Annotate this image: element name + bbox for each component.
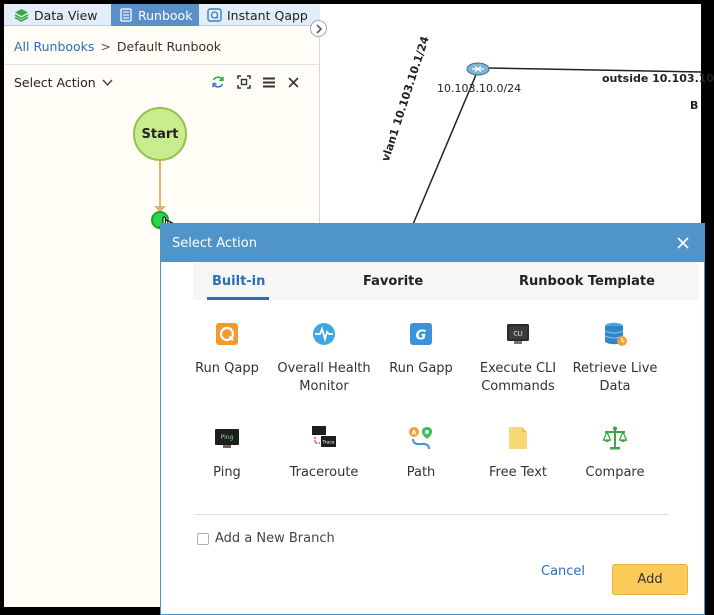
action-label: Run Gapp bbox=[389, 361, 453, 376]
action-execute-cli-commands[interactable]: CLI Execute CLI Commands bbox=[462, 321, 574, 396]
divider bbox=[194, 514, 669, 515]
svg-text:CLI: CLI bbox=[513, 331, 523, 338]
cancel-button[interactable]: Cancel bbox=[541, 564, 586, 579]
start-node[interactable]: Start bbox=[133, 107, 187, 161]
action-label: Execute CLI Commands bbox=[479, 361, 557, 394]
chevron-down-icon bbox=[102, 79, 113, 87]
select-action-dialog: Select Action Built-in Favorite Runbook … bbox=[160, 223, 705, 615]
action-label: Traceroute bbox=[289, 465, 359, 480]
action-label: Overall Health Monitor bbox=[277, 361, 371, 394]
action-label: Retrieve Live Data bbox=[572, 361, 658, 394]
action-ping[interactable]: Ping Ping bbox=[171, 425, 283, 482]
fit-view-icon bbox=[237, 75, 251, 89]
view-tab-bar: Data View Runbook Instant Qapp bbox=[4, 4, 320, 26]
app-window: Data View Runbook Instant Qapp bbox=[4, 4, 714, 615]
action-label: Compare bbox=[585, 465, 645, 480]
refresh-icon bbox=[212, 76, 224, 88]
tab-runbook[interactable]: Runbook bbox=[111, 4, 199, 26]
chevron-right-icon bbox=[315, 23, 322, 34]
flow-arrowhead bbox=[154, 206, 166, 213]
add-new-branch-label: Add a New Branch bbox=[215, 531, 335, 546]
device-label: B bbox=[690, 99, 699, 112]
tab-favorite[interactable]: Favorite bbox=[363, 274, 424, 289]
ping-icon: Ping bbox=[215, 429, 239, 448]
refresh-button[interactable] bbox=[209, 73, 227, 91]
action-traceroute[interactable]: Trace Traceroute bbox=[268, 425, 380, 482]
dialog-title: Select Action bbox=[172, 235, 257, 251]
topology-lines bbox=[410, 67, 702, 230]
menu-button[interactable] bbox=[260, 73, 278, 91]
action-label: Run Qapp bbox=[195, 361, 259, 376]
tab-runbook-label: Runbook bbox=[138, 7, 193, 23]
breadcrumb-all-runbooks[interactable]: All Runbooks bbox=[14, 39, 95, 54]
cli-icon: CLI bbox=[507, 324, 529, 344]
breadcrumb-current: Default Runbook bbox=[116, 39, 221, 54]
path-icon: A bbox=[409, 427, 432, 450]
action-compare[interactable]: Compare bbox=[559, 425, 671, 482]
close-icon bbox=[287, 76, 299, 88]
action-retrieve-live-data[interactable]: Retrieve Live Data bbox=[559, 321, 671, 396]
select-action-label: Select Action bbox=[14, 75, 96, 90]
tab-instant-qapp[interactable]: Instant Qapp bbox=[207, 4, 308, 26]
add-new-branch-checkbox[interactable] bbox=[197, 532, 209, 545]
close-panel-button[interactable] bbox=[284, 73, 302, 91]
collapse-panel-button[interactable] bbox=[310, 20, 327, 37]
svg-text:Ping: Ping bbox=[221, 434, 234, 441]
run-qapp-icon bbox=[216, 323, 238, 345]
subnet-label: 10.103.10.0/24 bbox=[437, 82, 522, 95]
svg-text:G: G bbox=[416, 329, 427, 344]
compare-icon bbox=[602, 426, 628, 450]
divider bbox=[4, 64, 320, 65]
add-new-branch-option[interactable]: Add a New Branch bbox=[197, 531, 335, 546]
tab-runbook-template[interactable]: Runbook Template bbox=[519, 274, 655, 289]
action-run-gapp[interactable]: G Run Gapp bbox=[365, 321, 477, 378]
tab-instant-qapp-label: Instant Qapp bbox=[227, 7, 308, 23]
run-gapp-icon: G bbox=[410, 323, 432, 345]
traceroute-icon: Trace bbox=[312, 426, 336, 447]
health-monitor-icon bbox=[313, 323, 335, 345]
action-path[interactable]: A Path bbox=[365, 425, 477, 482]
tab-built-in[interactable]: Built-in bbox=[212, 274, 266, 289]
action-label: Ping bbox=[213, 465, 241, 480]
svg-text:Trace: Trace bbox=[322, 440, 335, 446]
flow-connector bbox=[159, 161, 161, 211]
select-action-dropdown[interactable]: Select Action bbox=[14, 75, 113, 90]
breadcrumb-separator: > bbox=[100, 39, 111, 54]
router-icon[interactable] bbox=[466, 62, 490, 76]
action-label: Free Text bbox=[488, 465, 547, 480]
fit-view-button[interactable] bbox=[235, 73, 253, 91]
tab-data-view-label: Data View bbox=[34, 7, 98, 23]
dialog-header: Select Action bbox=[161, 224, 704, 262]
active-tab-indicator bbox=[207, 297, 269, 300]
dialog-tab-bar: Built-in Favorite Runbook Template bbox=[193, 262, 698, 300]
runbook-icon bbox=[120, 8, 132, 22]
close-icon[interactable] bbox=[675, 235, 691, 251]
svg-text:A: A bbox=[411, 429, 416, 437]
instant-qapp-icon bbox=[207, 8, 222, 22]
menu-icon bbox=[263, 77, 275, 87]
network-map: 10.103.10.0/24 outside 10.103.10 B vlan1… bbox=[321, 4, 714, 607]
breadcrumb: All Runbooks > Default Runbook bbox=[14, 39, 221, 54]
action-free-text[interactable]: Free Text bbox=[462, 425, 574, 482]
outside-interface-label: outside 10.103.10 bbox=[602, 72, 714, 85]
layers-icon bbox=[14, 9, 29, 22]
database-icon bbox=[604, 322, 627, 346]
free-text-icon bbox=[509, 427, 527, 449]
tab-data-view[interactable]: Data View bbox=[14, 4, 97, 26]
action-run-qapp[interactable]: Run Qapp bbox=[171, 321, 283, 378]
add-button[interactable]: Add bbox=[612, 564, 688, 595]
action-label: Path bbox=[406, 465, 436, 480]
action-overall-health-monitor[interactable]: Overall Health Monitor bbox=[268, 321, 380, 396]
